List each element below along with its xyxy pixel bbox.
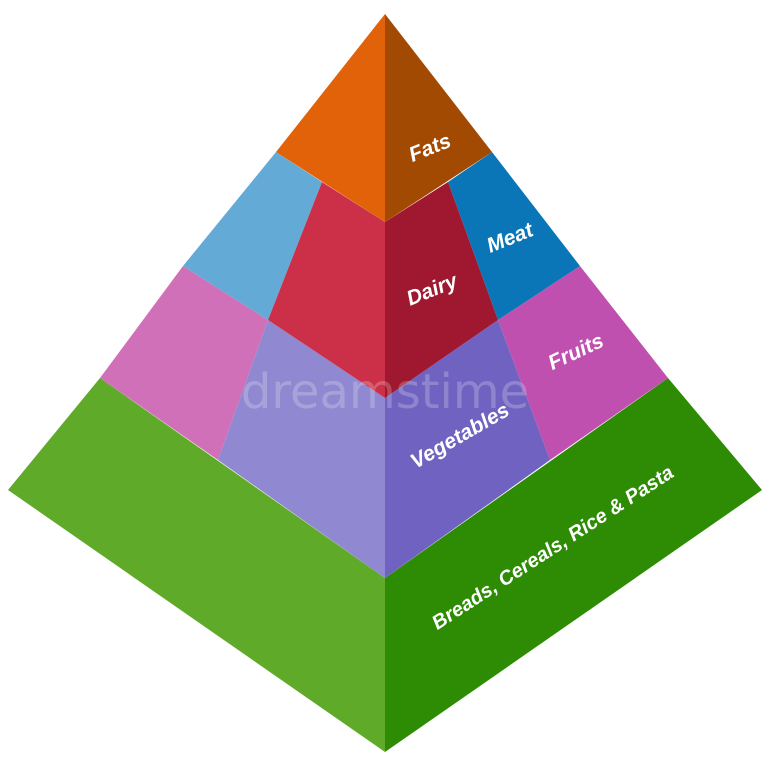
- fruits-right-face: [498, 266, 668, 460]
- vegetables-right-face: [385, 320, 550, 578]
- meat-left-face: [183, 152, 322, 320]
- watermark-text: dreamstime: [241, 364, 529, 420]
- fruits-left-face: [100, 266, 268, 460]
- grains-right-face: [385, 378, 762, 752]
- meat-right-face: [448, 152, 580, 320]
- vegetables-left-face: [218, 320, 385, 578]
- grains-left-face: [8, 378, 385, 752]
- dairy-left-face: [268, 182, 385, 398]
- fats-right-face: [385, 14, 492, 222]
- fats-left-face: [276, 14, 385, 222]
- dairy-right-face: [385, 182, 498, 398]
